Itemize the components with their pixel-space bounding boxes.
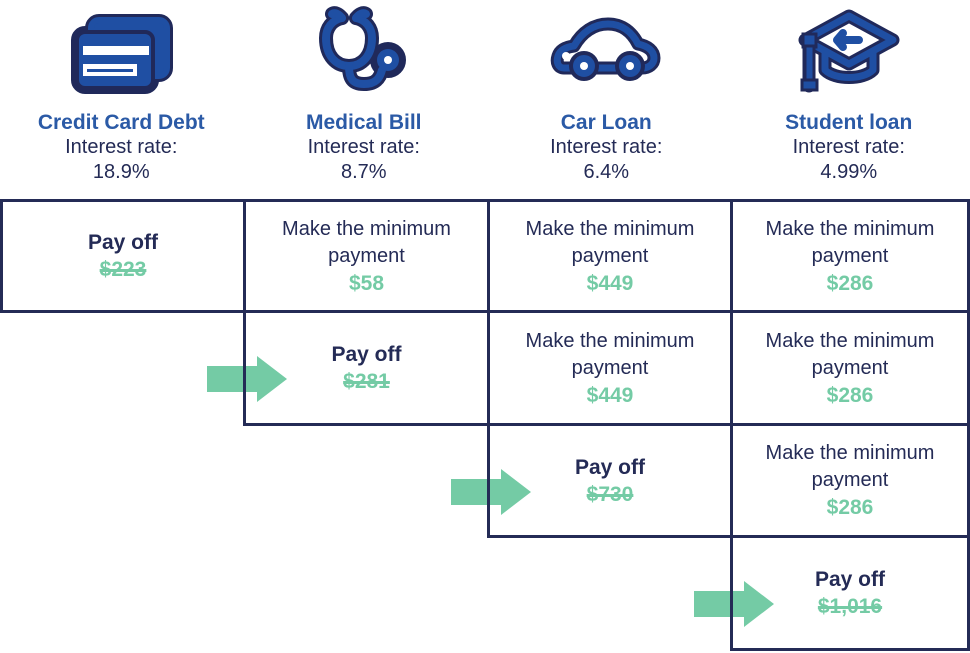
payoff-amount: $1,016 [817, 595, 883, 618]
interest-rate-value: 6.4% [583, 161, 630, 183]
cell-minimum-medical-bill: Make the minimum payment $58 [243, 199, 490, 313]
column-header-car-loan: Car Loan Interest rate: 6.4% [485, 0, 728, 199]
minimum-label: Make the minimum payment [765, 442, 935, 491]
credit-card-icon [69, 0, 174, 102]
column-header-credit-card: Credit Card Debt Interest rate: 18.9% [0, 0, 243, 199]
arrow-right-icon [207, 356, 287, 402]
minimum-label: Make the minimum payment [525, 217, 695, 267]
interest-rate-value: 18.9% [92, 161, 150, 183]
arrow-right-icon [451, 469, 531, 515]
minimum-amount: $449 [586, 383, 634, 407]
minimum-label: Make the minimum payment [525, 329, 695, 379]
interest-rate-label: Interest rate: [65, 136, 178, 158]
minimum-label: Make the minimum payment [282, 217, 451, 267]
column-header-medical-bill: Medical Bill Interest rate: 8.7% [243, 0, 486, 199]
cell-minimum-car-loan: Make the minimum payment $449 [487, 199, 733, 313]
minimum-amount: $286 [826, 271, 874, 295]
payoff-amount: $223 [99, 258, 147, 281]
interest-rate-label: Interest rate: [792, 136, 905, 158]
minimum-amount: $286 [826, 383, 874, 407]
payoff-amount: $730 [586, 482, 634, 506]
payoff-label: Pay off [87, 231, 158, 254]
column-title: Medical Bill [305, 111, 422, 134]
minimum-amount: $58 [348, 271, 385, 295]
border-line-segment [730, 581, 733, 627]
payoff-label: Pay off [574, 455, 645, 479]
payoff-label: Pay off [814, 568, 885, 591]
interest-rate-label: Interest rate: [307, 136, 420, 158]
arrow-right-icon [694, 581, 774, 627]
minimum-label: Make the minimum payment [765, 329, 935, 379]
border-line-segment [487, 469, 490, 515]
car-icon [550, 0, 662, 102]
payoff-label: Pay off [331, 343, 402, 366]
minimum-label: Make the minimum payment [765, 217, 935, 267]
graduation-cap-icon [797, 0, 901, 102]
column-title: Credit Card Debt [37, 111, 205, 134]
cell-minimum-student-loan: Make the minimum payment $286 [730, 310, 970, 426]
column-headers: Credit Card Debt Interest rate: 18.9% [0, 0, 970, 199]
border-line-segment [243, 356, 246, 402]
minimum-amount: $286 [826, 496, 874, 519]
column-title: Car Loan [560, 111, 652, 134]
column-header-student-loan: Student loan Interest rate: 4.99% [728, 0, 970, 199]
column-title: Student loan [785, 111, 913, 134]
interest-rate-label: Interest rate: [550, 136, 663, 158]
stethoscope-icon [312, 0, 416, 102]
cell-minimum-student-loan: Make the minimum payment $286 [730, 199, 970, 313]
minimum-amount: $449 [586, 271, 634, 295]
cell-minimum-student-loan: Make the minimum payment $286 [730, 423, 970, 538]
interest-rate-value: 4.99% [820, 161, 878, 183]
payoff-amount: $281 [343, 370, 390, 393]
interest-rate-value: 8.7% [340, 161, 387, 183]
cell-payoff-credit-card: Pay off $223 [0, 199, 246, 313]
cell-minimum-car-loan: Make the minimum payment $449 [487, 310, 733, 426]
